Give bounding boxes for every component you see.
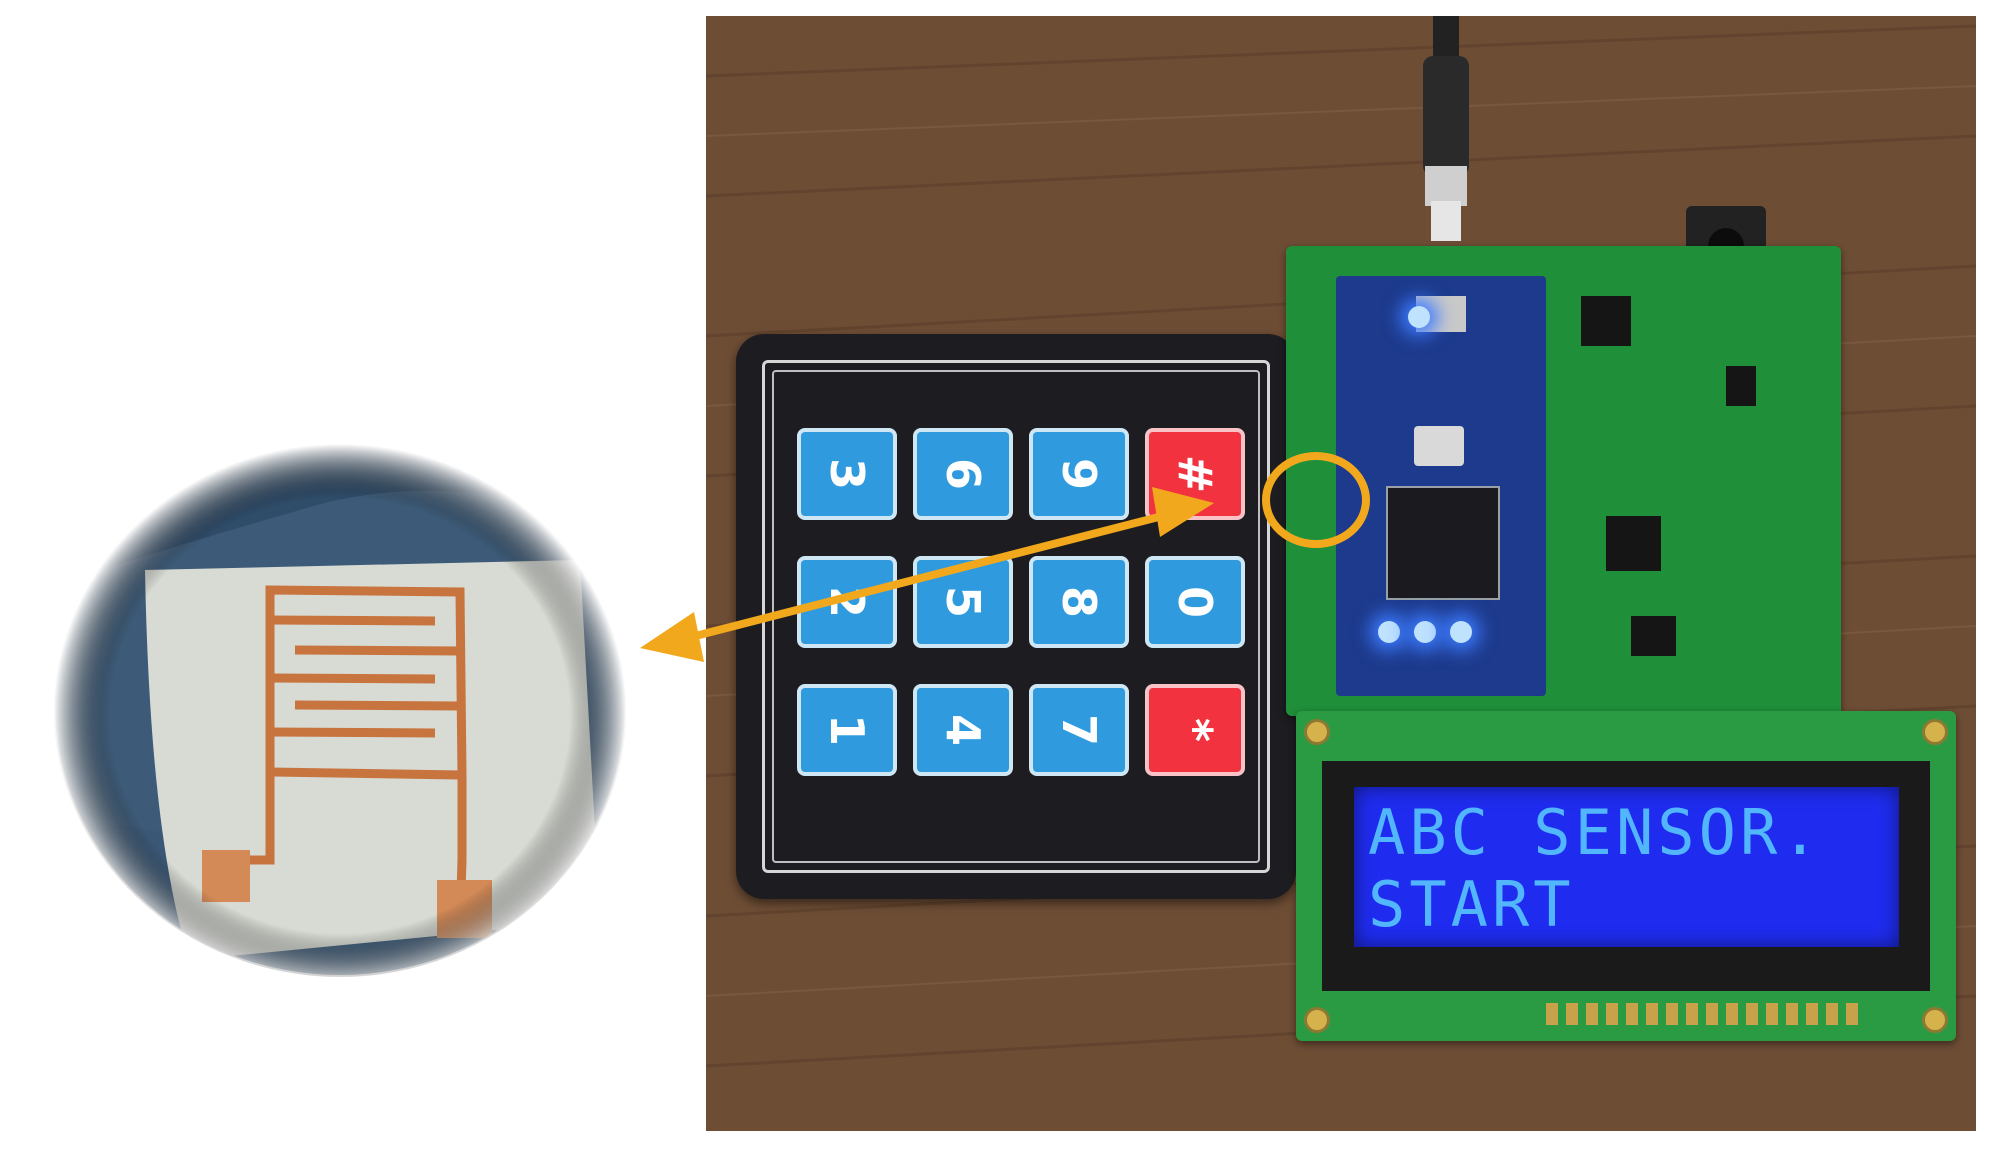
- sensor-closeup: [40, 420, 640, 980]
- status-led: [1450, 621, 1472, 643]
- ic-chip: [1606, 516, 1661, 571]
- lcd-line-1: ABC SENSOR.: [1368, 796, 1823, 869]
- key-6[interactable]: 6: [913, 428, 1013, 520]
- device-photo: 3 6 9 # 2 5 8 0 1 4 7 *: [706, 16, 1976, 1131]
- key-0[interactable]: 0: [1145, 556, 1245, 648]
- keypad-keys: 3 6 9 # 2 5 8 0 1 4 7 *: [797, 424, 1245, 809]
- key-8[interactable]: 8: [1029, 556, 1129, 648]
- microcontroller-chip: [1386, 486, 1500, 600]
- key-3[interactable]: 3: [797, 428, 897, 520]
- ic-chip: [1581, 296, 1631, 346]
- lcd-header-pins: [1546, 1003, 1866, 1025]
- lcd-screen: ABC SENSOR. START: [1354, 787, 1899, 947]
- status-led: [1408, 306, 1430, 328]
- lcd-module: ABC SENSOR. START: [1296, 711, 1956, 1041]
- key-star[interactable]: *: [1145, 684, 1245, 776]
- lcd-bezel: ABC SENSOR. START: [1322, 761, 1930, 991]
- usb-cable: [1423, 16, 1469, 241]
- microcontroller-board: [1336, 276, 1546, 696]
- ic-chip: [1631, 616, 1676, 656]
- key-9[interactable]: 9: [1029, 428, 1129, 520]
- key-7[interactable]: 7: [1029, 684, 1129, 776]
- key-1[interactable]: 1: [797, 684, 897, 776]
- status-led: [1378, 621, 1400, 643]
- key-2[interactable]: 2: [797, 556, 897, 648]
- ic-chip: [1726, 366, 1756, 406]
- membrane-keypad: 3 6 9 # 2 5 8 0 1 4 7 *: [736, 334, 1296, 899]
- key-hash[interactable]: #: [1145, 428, 1245, 520]
- sensor-closeup-image: [53, 433, 627, 977]
- lcd-line-2: START: [1368, 868, 1575, 941]
- key-5[interactable]: 5: [913, 556, 1013, 648]
- key-4[interactable]: 4: [913, 684, 1013, 776]
- status-led: [1414, 621, 1436, 643]
- circuit-board: [1286, 246, 1841, 716]
